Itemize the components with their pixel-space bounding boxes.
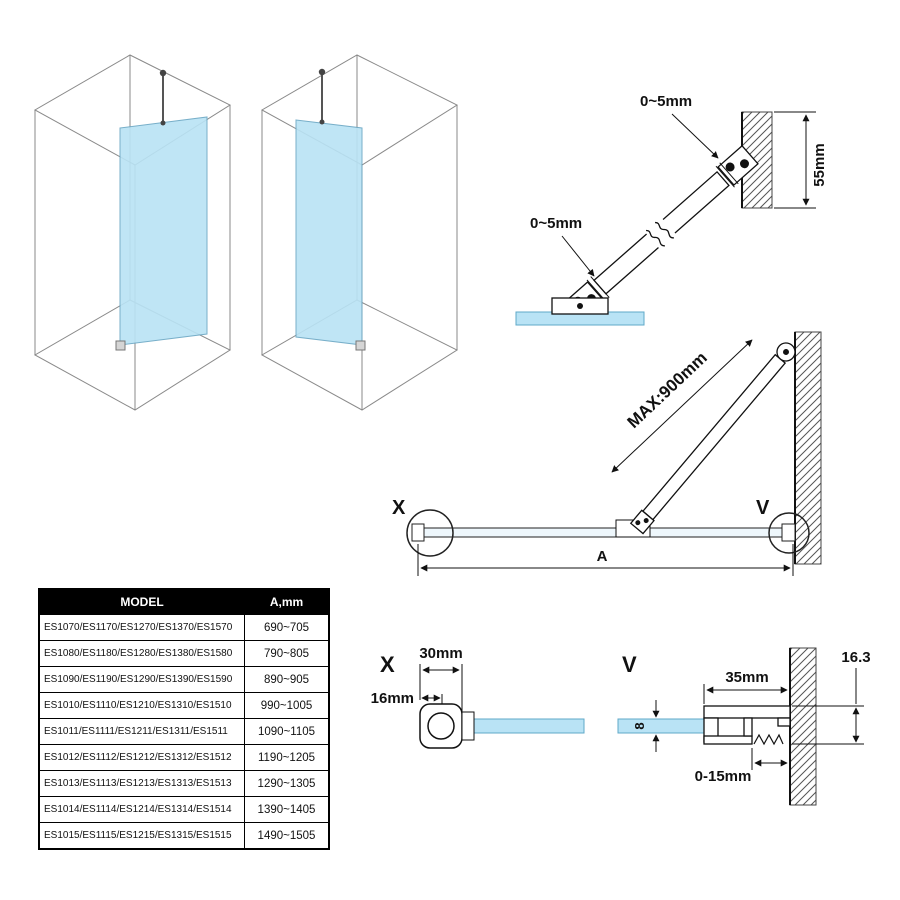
dim-label-8: 8 bbox=[632, 722, 647, 729]
glass-holder-tab bbox=[461, 711, 475, 741]
rod-glass-joint bbox=[160, 120, 166, 126]
detail-v-callout-circle bbox=[768, 512, 810, 554]
table-row: ES1010/ES1110/ES1210/ES1310/ES1510 990~1… bbox=[38, 692, 330, 719]
a-cell: 790~805 bbox=[244, 640, 330, 667]
enclosure-bottom-face bbox=[260, 299, 459, 411]
spring-symbol bbox=[753, 733, 784, 746]
model-cell: ES1010/ES1110/ES1210/ES1310/ES1510 bbox=[38, 692, 245, 719]
pivot-screw bbox=[783, 349, 789, 355]
wall-profile-right bbox=[781, 523, 796, 542]
table-header-model: MODEL bbox=[38, 588, 245, 615]
model-cell: ES1014/ES1114/ES1214/ES1314/ES1514 bbox=[38, 796, 245, 823]
table-row: ES1013/ES1113/ES1213/ES1313/ES1513 1290~… bbox=[38, 770, 330, 797]
table-header-a: A,mm bbox=[244, 588, 330, 615]
ceiling-mount bbox=[159, 69, 167, 77]
bracket-screw bbox=[739, 159, 749, 169]
floor-foot bbox=[115, 340, 126, 351]
round-bar-section bbox=[427, 712, 455, 740]
wall-hatch bbox=[789, 647, 817, 806]
adjustable-leg bbox=[743, 717, 753, 737]
table-row: ES1015/ES1115/ES1215/ES1315/ES1515 1490~… bbox=[38, 822, 330, 850]
clamp-screw bbox=[577, 303, 583, 309]
support-bar-top-view bbox=[629, 342, 796, 535]
wall-profile-left bbox=[411, 523, 425, 542]
table-row: ES1012/ES1112/ES1212/ES1312/ES1512 1190~… bbox=[38, 744, 330, 771]
wall-bracket bbox=[717, 144, 759, 186]
glass-top-view bbox=[417, 527, 796, 538]
glass-panel bbox=[295, 119, 363, 346]
detail-x-callout-circle bbox=[406, 509, 454, 557]
a-cell: 1090~1105 bbox=[244, 718, 330, 745]
dim-label-16mm: 16mm bbox=[371, 690, 414, 707]
floor-foot bbox=[355, 340, 366, 351]
model-cell: ES1011/ES1111/ES1211/ES1311/ES1511 bbox=[38, 718, 245, 745]
model-cell: ES1090/ES1190/ES1290/ES1390/ES1590 bbox=[38, 666, 245, 693]
iso-view-2 bbox=[260, 54, 459, 411]
dim-label-gap-top: 0~5mm bbox=[640, 93, 692, 110]
a-cell: 990~1005 bbox=[244, 692, 330, 719]
detail-x: X 30mm 16mm bbox=[371, 645, 585, 749]
dim-label-0-15mm: 0-15mm bbox=[695, 768, 752, 785]
detail-x-label: X bbox=[380, 652, 395, 677]
model-cell: ES1070/ES1170/ES1270/ES1370/ES1570 bbox=[38, 614, 245, 641]
table-row: ES1090/ES1190/ES1290/ES1390/ES1590 890~9… bbox=[38, 666, 330, 693]
table-row: ES1014/ES1114/ES1214/ES1314/ES1514 1390~… bbox=[38, 796, 330, 823]
a-cell: 1390~1405 bbox=[244, 796, 330, 823]
model-cell: ES1013/ES1113/ES1213/ES1313/ES1513 bbox=[38, 770, 245, 797]
model-cell: ES1080/ES1180/ES1280/ES1380/ES1580 bbox=[38, 640, 245, 667]
iso-view-1 bbox=[33, 54, 232, 411]
a-cell: 1190~1205 bbox=[244, 744, 330, 771]
callout-x-label: X bbox=[392, 497, 406, 519]
dim-label-16-3: 16.3 bbox=[841, 649, 870, 666]
a-cell: 1490~1505 bbox=[244, 822, 330, 850]
model-cell: ES1012/ES1112/ES1212/ES1312/ES1512 bbox=[38, 744, 245, 771]
a-cell: 690~705 bbox=[244, 614, 330, 641]
bracket-screw bbox=[725, 162, 735, 172]
plan-view: MAX:900mm X V A bbox=[392, 331, 822, 576]
support-bar-assembly bbox=[565, 144, 759, 320]
rod-glass-joint bbox=[319, 119, 325, 125]
table-row: ES1080/ES1180/ES1280/ES1380/ES1580 790~8… bbox=[38, 640, 330, 667]
bracket-screw bbox=[643, 518, 649, 524]
a-cell: 890~905 bbox=[244, 666, 330, 693]
wall-mount-profile bbox=[703, 705, 791, 746]
dim-label-35mm: 35mm bbox=[725, 669, 768, 686]
bracket-screw bbox=[635, 520, 641, 526]
glass-bracket bbox=[629, 509, 655, 535]
dim-label-30mm: 30mm bbox=[419, 645, 462, 662]
table-header-row: MODEL A,mm bbox=[38, 588, 330, 615]
callout-v-label: V bbox=[756, 497, 770, 519]
brace-wall-detail: 55mm 0~5mm 0~5mm bbox=[515, 93, 828, 326]
bar-break-mark bbox=[645, 229, 665, 247]
ceiling-mount bbox=[318, 68, 326, 76]
detail-v: V 8 35mm 16.3 0-15mm bbox=[617, 647, 871, 806]
model-table: MODEL A,mm ES1070/ES1170/ES1270/ES1370/E… bbox=[38, 588, 330, 850]
a-cell: 1290~1305 bbox=[244, 770, 330, 797]
table-row: ES1011/ES1111/ES1211/ES1311/ES1511 1090~… bbox=[38, 718, 330, 745]
wall-tab bbox=[777, 717, 791, 727]
model-cell: ES1015/ES1115/ES1215/ES1315/ES1515 bbox=[38, 822, 245, 850]
bar-break-mark bbox=[654, 221, 674, 239]
glass-panel bbox=[119, 116, 208, 346]
table-row: ES1070/ES1170/ES1270/ES1370/ES1570 690~7… bbox=[38, 614, 330, 641]
glass-edge bbox=[461, 718, 585, 734]
dim-label-a: A bbox=[597, 548, 608, 565]
dim-label-55mm: 55mm bbox=[811, 143, 828, 186]
dim-label-gap-bottom: 0~5mm bbox=[530, 215, 582, 232]
detail-v-label: V bbox=[622, 652, 637, 677]
bottom-rail bbox=[703, 735, 753, 745]
